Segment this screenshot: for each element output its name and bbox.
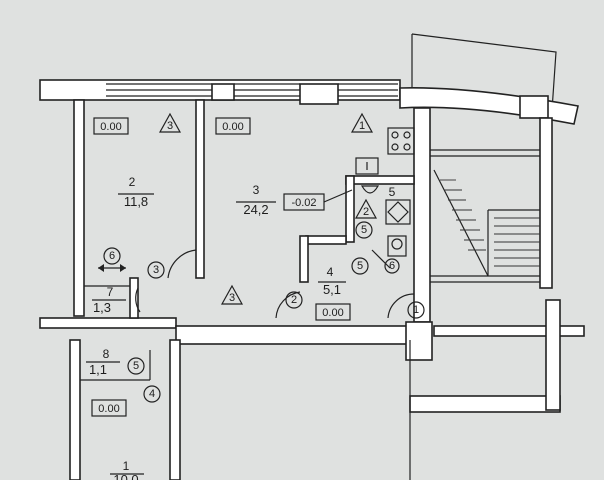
room-4-area: 5,1 xyxy=(323,282,341,297)
circle-marker-room7: 6 xyxy=(103,247,121,265)
circle-marker-room8: 5 xyxy=(127,357,145,375)
balcony-outline xyxy=(411,33,557,111)
bath-door-leaf xyxy=(371,249,391,269)
elevation-bath-leader xyxy=(323,189,353,203)
partition-2-3 xyxy=(195,99,205,279)
elevation-box-room3 xyxy=(215,117,251,135)
triangle-marker-bath: 2 xyxy=(354,198,378,219)
room-4-number: 4 xyxy=(327,265,334,279)
pier xyxy=(299,83,339,105)
room-7-area: 1,3 xyxy=(93,300,111,315)
circle-marker-room4-door: 2 xyxy=(285,291,303,309)
triangle-marker-room3-bottom: 3 xyxy=(220,284,244,305)
svg-text:2: 2 xyxy=(363,206,369,218)
circle-marker-bath-door: 5 xyxy=(355,221,373,239)
room4-top-wall xyxy=(305,235,347,245)
room-1-number: 1 xyxy=(123,459,130,473)
stair-right-wall xyxy=(539,117,553,289)
svg-text:6: 6 xyxy=(389,260,395,272)
svg-text:3: 3 xyxy=(153,264,159,276)
svg-text:5: 5 xyxy=(133,360,139,372)
room-3-area: 24,2 xyxy=(243,202,268,217)
shower-tray xyxy=(385,199,411,225)
elevation-room3: 0.00 xyxy=(222,121,243,133)
elevation-bath: -0.02 xyxy=(291,197,316,209)
room-3-number: 3 xyxy=(253,183,260,197)
svg-text:1: 1 xyxy=(359,120,365,132)
stair-wall xyxy=(413,107,431,323)
svg-text:1: 1 xyxy=(413,304,419,316)
room-5-number: 5 xyxy=(389,185,396,199)
left-wall-lower xyxy=(69,339,81,480)
circle-marker-entry: 1 xyxy=(407,301,425,319)
svg-text:6: 6 xyxy=(109,250,115,262)
double-arrow xyxy=(98,264,126,272)
bath-top-wall xyxy=(345,175,415,185)
circle-marker-room1: 4 xyxy=(143,385,161,403)
room-7-number: 7 xyxy=(107,285,114,299)
entry-door-swing xyxy=(387,293,415,319)
elevation-room4: 0.00 xyxy=(322,307,343,319)
elevation-box-room2 xyxy=(93,117,129,135)
toilet xyxy=(387,235,407,257)
svg-text:4: 4 xyxy=(149,388,155,400)
room-8-area: 1,1 xyxy=(89,362,107,377)
room-2-area: 11,8 xyxy=(124,194,148,209)
room4-left-wall xyxy=(299,235,309,283)
stairwell-pier xyxy=(519,95,549,119)
triangle-marker-room2: 3 xyxy=(158,112,182,133)
kitchen-sink xyxy=(355,157,379,175)
svg-text:3: 3 xyxy=(167,120,173,132)
elevation-box-room8 xyxy=(91,399,127,417)
svg-text:5: 5 xyxy=(361,224,367,236)
window-left xyxy=(106,83,212,97)
circle-marker-bath-toilet: 6 xyxy=(384,258,400,274)
circle-marker-room2-door: 3 xyxy=(147,261,165,279)
circle-marker-room4: 5 xyxy=(351,257,369,275)
room-2-number: 2 xyxy=(129,175,136,189)
svg-text:5: 5 xyxy=(357,260,363,272)
closet7-right-wall xyxy=(129,277,139,319)
middle-wall-right xyxy=(175,325,417,345)
room1-right-wall xyxy=(169,339,181,480)
room-8-number: 8 xyxy=(103,347,110,361)
pier-small xyxy=(211,83,235,101)
staircase xyxy=(430,149,540,283)
stove xyxy=(387,127,415,155)
landing-wall xyxy=(433,325,585,337)
elevation-room2: 0.00 xyxy=(100,121,121,133)
elevation-room8: 0.00 xyxy=(98,403,119,415)
left-wall xyxy=(73,99,85,317)
elevation-box-room4 xyxy=(315,303,351,321)
closet7-door-swing xyxy=(135,287,141,313)
bath-left-wall xyxy=(345,175,355,243)
room2-door-swing xyxy=(167,249,197,279)
bath-washbasin xyxy=(360,185,380,194)
window-right xyxy=(338,83,398,97)
svg-text:3: 3 xyxy=(229,292,235,304)
landing-right-wall xyxy=(545,299,561,411)
middle-wall-left xyxy=(39,317,177,329)
svg-text:2: 2 xyxy=(291,294,297,306)
landing-bottom-wall xyxy=(409,395,561,413)
triangle-marker-room3-top: 1 xyxy=(350,112,374,133)
room-1-area: 10,0 xyxy=(113,472,138,480)
window-middle xyxy=(234,83,300,97)
